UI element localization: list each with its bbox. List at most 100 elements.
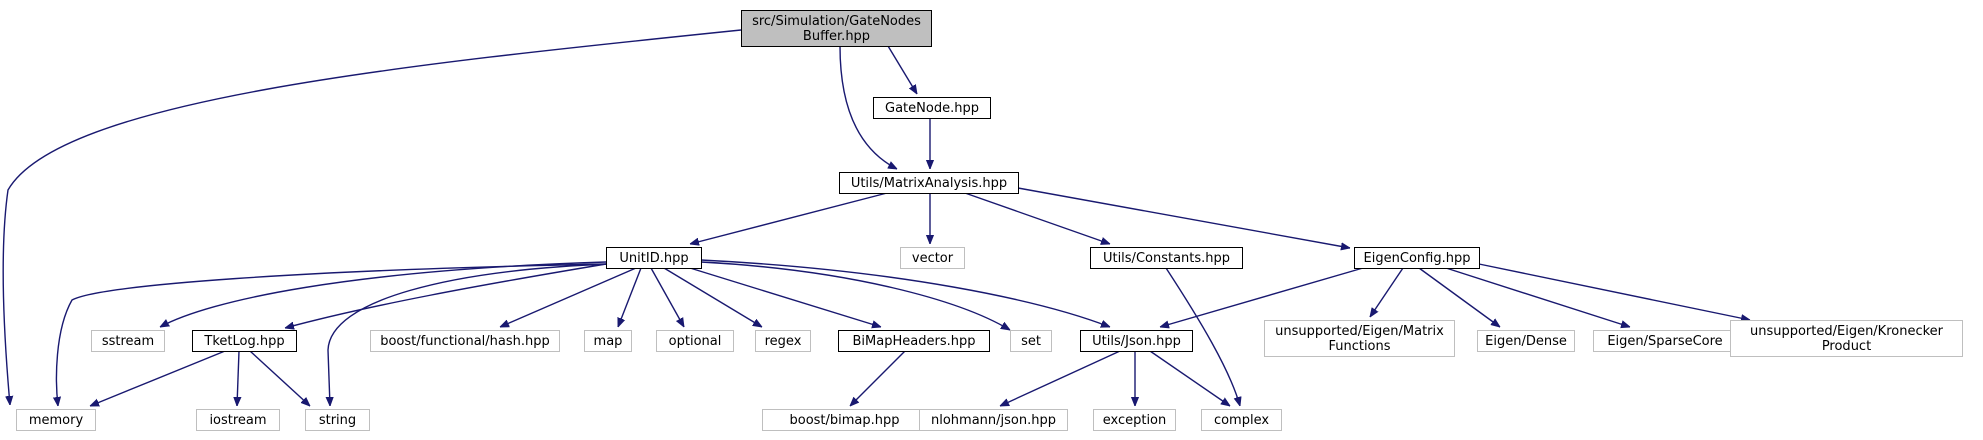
edge-root-to-gatenode [887, 45, 917, 94]
node-label: optional [669, 334, 722, 349]
node-bimap[interactable]: BiMapHeaders.hpp [838, 330, 990, 352]
node-label: Eigen/Dense [1485, 334, 1567, 349]
node-label: vector [912, 251, 954, 266]
edges-layer [2, 29, 1750, 407]
edge-constants-to-complex [1165, 267, 1240, 406]
edge-unitid-to-set [700, 261, 1010, 330]
node-map: map [584, 330, 632, 352]
node-box [838, 330, 990, 352]
node-label: map [594, 334, 623, 349]
node-box [1080, 330, 1193, 352]
node-label: sstream [102, 334, 154, 349]
edge-tketlog-to-memory [90, 350, 226, 407]
edge-tketlog-to-iostream [237, 350, 239, 406]
node-box [900, 247, 965, 269]
node-exception: exception [1093, 409, 1176, 431]
node-box [16, 409, 96, 431]
edge-tketlog-to-string [249, 350, 310, 406]
edge-matrix-to-eigenconfig [1017, 187, 1350, 248]
node-label: BiMapHeaders.hpp [853, 334, 976, 349]
node-box [755, 330, 811, 352]
node-box [1264, 320, 1455, 357]
node-label: Utils/MatrixAnalysis.hpp [851, 176, 1007, 191]
node-label: unsupported/Eigen/Kronecker [1750, 324, 1944, 339]
node-gatenode[interactable]: GateNode.hpp [873, 97, 991, 119]
edge-bimap-to-boostbimap [850, 350, 906, 406]
nodes-layer: src/Simulation/GateNodesBuffer.hppGateNo… [16, 10, 1963, 431]
node-label: regex [765, 334, 802, 349]
node-label: TketLog.hpp [203, 334, 284, 349]
node-label: src/Simulation/GateNodes [752, 14, 921, 29]
node-label: string [319, 413, 356, 428]
node-vector: vector [900, 247, 965, 269]
node-box [305, 409, 370, 431]
node-box [1010, 330, 1052, 352]
edge-eigenconfig-to-matfunc [1370, 267, 1404, 317]
node-sparse: Eigen/SparseCore [1593, 330, 1737, 352]
node-optional: optional [656, 330, 734, 352]
node-label: GateNode.hpp [885, 101, 979, 116]
node-eigenconfig[interactable]: EigenConfig.hpp [1354, 247, 1480, 269]
edge-root-to-matrix [839, 45, 897, 170]
node-label: Product [1822, 339, 1871, 354]
node-memory: memory [16, 409, 96, 431]
node-box [919, 409, 1068, 431]
node-constants[interactable]: Utils/Constants.hpp [1090, 247, 1243, 269]
node-label: memory [29, 413, 84, 428]
node-box [196, 409, 280, 431]
node-label: iostream [209, 413, 266, 428]
edge-eigenconfig-to-json [1160, 267, 1364, 327]
node-box [1093, 409, 1176, 431]
node-label: Utils/Constants.hpp [1103, 251, 1230, 266]
node-boosthash: boost/functional/hash.hpp [370, 330, 560, 352]
node-dense: Eigen/Dense [1477, 330, 1575, 352]
node-box [741, 10, 932, 47]
node-box [1354, 247, 1480, 269]
node-set: set [1010, 330, 1052, 352]
node-box [1477, 330, 1575, 352]
edge-unitid-to-optional [650, 267, 685, 327]
node-label: EigenConfig.hpp [1364, 251, 1471, 266]
node-label: unsupported/Eigen/Matrix [1275, 324, 1444, 339]
node-iostream: iostream [196, 409, 280, 431]
node-box [584, 330, 632, 352]
edge-unitid-to-regex [663, 267, 762, 327]
node-complex: complex [1201, 409, 1282, 431]
node-box [1730, 320, 1963, 357]
edge-unitid-to-tketlog [285, 263, 607, 328]
node-label: Buffer.hpp [803, 29, 870, 44]
edge-unitid-to-sstream [160, 261, 607, 328]
node-regex: regex [755, 330, 811, 352]
edge-matrix-to-unitid [690, 192, 888, 244]
node-label: boost/functional/hash.hpp [380, 334, 550, 349]
node-json[interactable]: Utils/Json.hpp [1080, 330, 1193, 352]
node-label: boost/bimap.hpp [789, 413, 899, 428]
node-matrix[interactable]: Utils/MatrixAnalysis.hpp [839, 172, 1019, 194]
edge-json-to-complex [1149, 350, 1230, 406]
edge-unitid-to-bimap [689, 267, 881, 327]
node-label: exception [1103, 413, 1167, 428]
edge-eigenconfig-to-kron [1478, 263, 1750, 320]
edge-eigenconfig-to-sparse [1445, 267, 1630, 327]
edge-matrix-to-constants [964, 192, 1110, 244]
node-string: string [305, 409, 370, 431]
edge-unitid-to-boosthash [500, 267, 637, 328]
node-box [839, 172, 1019, 194]
node-boostbimap: boost/bimap.hpp [762, 409, 927, 431]
node-box [656, 330, 734, 352]
node-label: Functions [1328, 339, 1390, 354]
node-box [370, 330, 560, 352]
node-label: complex [1214, 413, 1269, 428]
node-box [1201, 409, 1282, 431]
edge-json-to-nlohmann [1000, 350, 1121, 407]
node-tketlog[interactable]: TketLog.hpp [192, 330, 297, 352]
node-label: Utils/Json.hpp [1092, 334, 1181, 349]
node-nlohmann: nlohmann/json.hpp [919, 409, 1068, 431]
edge-unitid-to-string [328, 263, 611, 406]
node-unitid[interactable]: UnitID.hpp [606, 247, 702, 269]
edge-unitid-to-map [617, 267, 642, 327]
node-sstream: sstream [91, 330, 165, 352]
